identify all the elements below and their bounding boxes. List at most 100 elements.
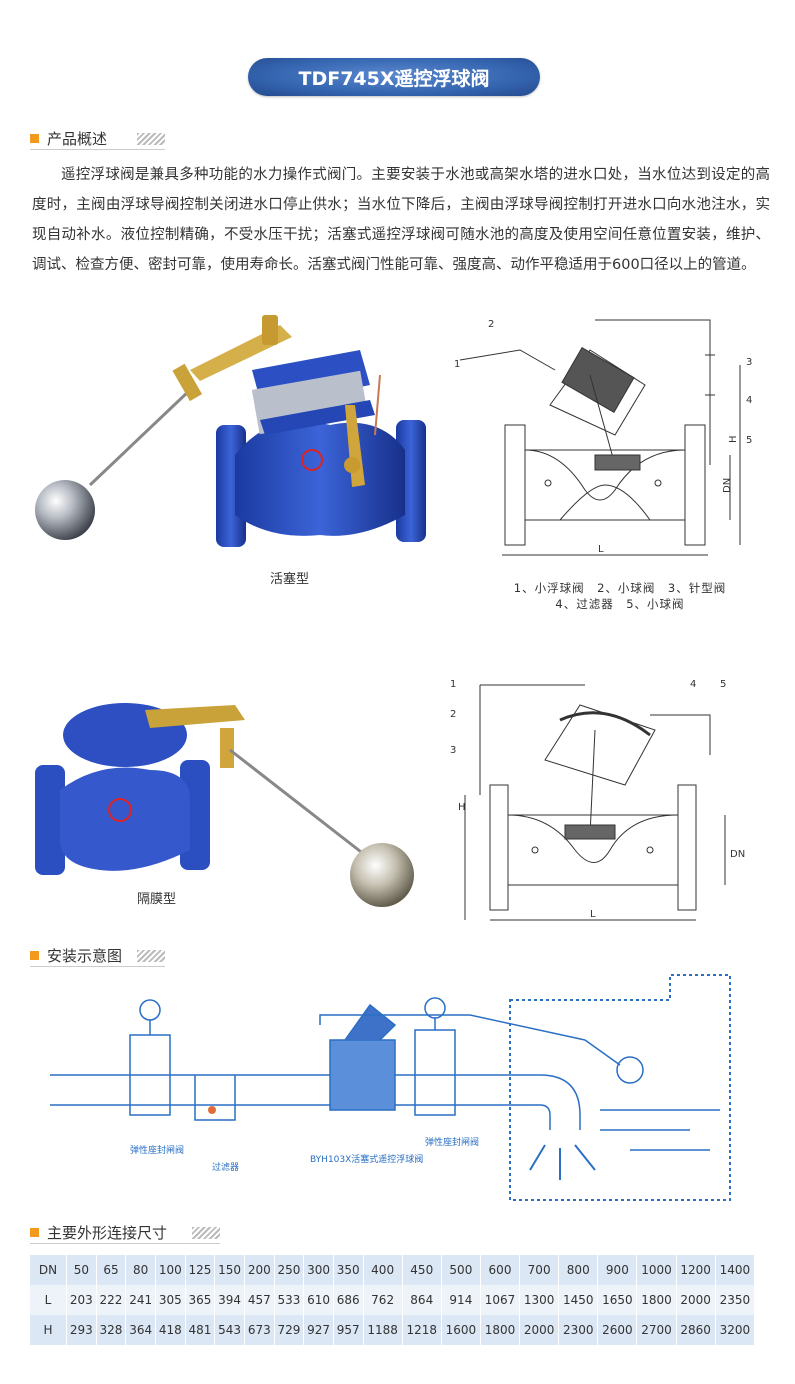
drawing-b-label-1: 1 xyxy=(450,679,456,690)
label-gate-valve-right: 弹性座封闸阀 xyxy=(425,1136,479,1148)
section-underline xyxy=(30,966,165,967)
table-cell: 1600 xyxy=(441,1315,481,1345)
diaphragm-valve-photo xyxy=(35,703,414,907)
drawing-label-h: H xyxy=(728,435,739,443)
section-underline xyxy=(30,149,165,150)
table-cell: 2600 xyxy=(597,1315,638,1345)
table-cell: 3200 xyxy=(715,1315,756,1345)
drawing-b-label-dn: DN xyxy=(730,849,745,860)
table-cell: 2860 xyxy=(676,1315,716,1345)
table-cell: 1188 xyxy=(363,1315,403,1345)
table-cell: 543 xyxy=(214,1315,245,1345)
table-cell: 100 xyxy=(155,1255,186,1285)
table-cell: 533 xyxy=(274,1285,305,1315)
piston-valve-drawing: 1 2 3 4 5 DN L H xyxy=(454,319,752,556)
table-cell: 1800 xyxy=(480,1315,521,1345)
section-title-dimensions: 主要外形连接尺寸 xyxy=(47,1223,168,1242)
table-cell: 700 xyxy=(519,1255,560,1285)
table-cell: 125 xyxy=(185,1255,216,1285)
table-cell: 600 xyxy=(480,1255,521,1285)
table-row-header: L xyxy=(30,1285,67,1315)
table-row-header: DN xyxy=(30,1255,67,1285)
table-cell: 673 xyxy=(244,1315,275,1345)
drawing-label-1: 1 xyxy=(454,359,460,370)
table-cell: 729 xyxy=(274,1315,305,1345)
table-cell: 864 xyxy=(402,1285,442,1315)
table-cell: 800 xyxy=(558,1255,599,1285)
table-cell: 500 xyxy=(441,1255,481,1285)
drawing-label-4: 4 xyxy=(746,395,752,406)
table-cell: 2000 xyxy=(676,1285,716,1315)
piston-valve-photo xyxy=(35,315,426,547)
caption-piston: 活塞型 xyxy=(270,572,310,587)
section-marker xyxy=(30,1227,39,1237)
drawing-label-5: 5 xyxy=(746,435,752,446)
section-marker xyxy=(30,950,39,960)
drawing-legend: 1、小浮球阀 2、小球阀 3、针型阀 4、过滤器 5、小球阀 xyxy=(490,580,750,612)
intro-paragraph: 遥控浮球阀是兼具多种功能的水力操作式阀门。主要安装于水池或高架水塔的进水口处，当… xyxy=(32,167,770,273)
table-cell: 2300 xyxy=(558,1315,599,1345)
section-header-install: 安装示意图 xyxy=(30,945,165,967)
table-cell: 900 xyxy=(597,1255,638,1285)
table-cell: 50 xyxy=(66,1255,97,1285)
table-cell: 365 xyxy=(185,1285,216,1315)
table-cell: 150 xyxy=(214,1255,245,1285)
section-header-overview: 产品概述 xyxy=(30,128,165,150)
stripes-decoration xyxy=(137,133,165,145)
table-cell: 65 xyxy=(96,1255,127,1285)
table-cell: 762 xyxy=(363,1285,403,1315)
drawing-label-dn: DN xyxy=(722,478,733,493)
table-cell: 1218 xyxy=(402,1315,442,1345)
drawing-b-label-2: 2 xyxy=(450,709,456,720)
table-cell: 1450 xyxy=(558,1285,599,1315)
table-cell: 250 xyxy=(274,1255,305,1285)
table-cell: 364 xyxy=(125,1315,156,1345)
stripes-decoration xyxy=(192,1227,220,1239)
table-cell: 2000 xyxy=(519,1315,560,1345)
table-cell: 80 xyxy=(125,1255,156,1285)
table-cell: 293 xyxy=(66,1315,97,1345)
table-cell: 1400 xyxy=(715,1255,756,1285)
stripes-decoration xyxy=(137,950,165,962)
section-marker xyxy=(30,133,39,143)
table-cell: 241 xyxy=(125,1285,156,1315)
table-cell: 300 xyxy=(303,1255,334,1285)
table-cell: 418 xyxy=(155,1315,186,1345)
table-cell: 927 xyxy=(303,1315,334,1345)
label-filter: 过滤器 xyxy=(212,1161,239,1173)
page-title-text: TDF745X遥控浮球阀 xyxy=(298,67,490,90)
drawing-b-label-h: H xyxy=(458,802,466,813)
label-float-valve: BYH103X活塞式遥控浮球阀 xyxy=(310,1153,423,1165)
legend-line-1: 1、小浮球阀 2、小球阀 3、针型阀 xyxy=(513,581,727,595)
caption-diaphragm: 隔膜型 xyxy=(137,892,177,907)
drawing-label-3: 3 xyxy=(746,357,752,368)
drawing-b-label-4: 4 xyxy=(690,679,696,690)
table-cell: 305 xyxy=(155,1285,186,1315)
table-cell: 2700 xyxy=(636,1315,677,1345)
section-header-dimensions: 主要外形连接尺寸 xyxy=(30,1222,220,1244)
table-cell: 1200 xyxy=(676,1255,716,1285)
table-cell: 203 xyxy=(66,1285,97,1315)
table-cell: 914 xyxy=(441,1285,481,1315)
section-title-overview: 产品概述 xyxy=(47,129,108,148)
table-row-header: H xyxy=(30,1315,67,1345)
drawing-b-label-5: 5 xyxy=(720,679,726,690)
table-cell: 400 xyxy=(363,1255,403,1285)
legend-line-2: 4、过滤器 5、小球阀 xyxy=(555,597,685,611)
page-title: TDF745X遥控浮球阀 xyxy=(248,58,540,96)
table-cell: 1000 xyxy=(636,1255,677,1285)
table-cell: 686 xyxy=(333,1285,364,1315)
table-cell: 610 xyxy=(303,1285,334,1315)
table-cell: 481 xyxy=(185,1315,216,1345)
table-cell: 2350 xyxy=(715,1285,756,1315)
drawing-b-label-l: L xyxy=(590,909,596,920)
table-cell: 1067 xyxy=(480,1285,521,1315)
table-cell: 394 xyxy=(214,1285,245,1315)
table-cell: 222 xyxy=(96,1285,127,1315)
table-cell: 1650 xyxy=(597,1285,638,1315)
section-underline xyxy=(30,1243,220,1244)
